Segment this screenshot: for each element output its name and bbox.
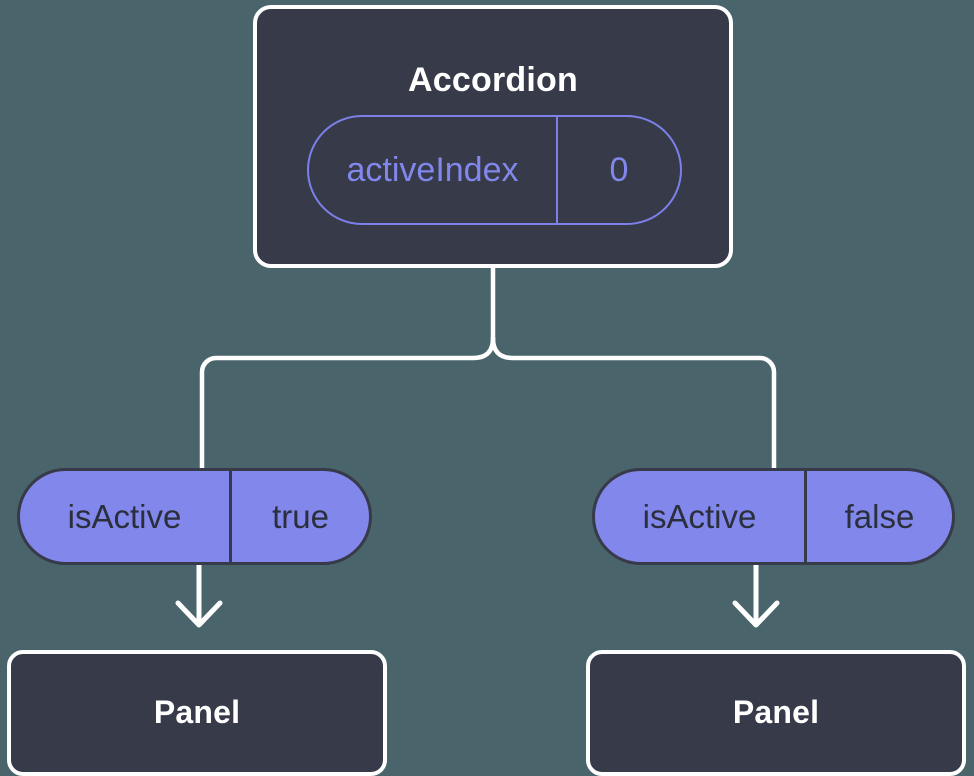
connector-fork-left: [199, 335, 496, 471]
state-pill-activeindex-key: activeIndex: [309, 117, 558, 223]
connector-fork-right: [490, 335, 777, 471]
state-pill-activeindex-value: 0: [609, 150, 629, 189]
prop-pill-isactive-right-key: isActive: [595, 471, 807, 562]
node-panel-right-title: Panel: [732, 694, 820, 730]
node-panel-left[interactable]: Panel: [7, 650, 387, 776]
state-pill-activeindex[interactable]: activeIndex 0: [307, 115, 682, 225]
prop-pill-isactive-right[interactable]: isActive false: [592, 468, 955, 565]
arrow-left: [175, 565, 223, 628]
prop-pill-isactive-left[interactable]: isActive true: [17, 468, 372, 565]
prop-pill-isactive-left-key: isActive: [20, 471, 232, 562]
prop-pill-isactive-left-value: true: [272, 497, 329, 535]
node-accordion-title: Accordion: [408, 61, 578, 99]
arrow-right: [732, 565, 780, 628]
node-panel-left-title: Panel: [153, 694, 241, 730]
node-panel-right[interactable]: Panel: [586, 650, 966, 776]
prop-pill-isactive-right-value: false: [844, 497, 915, 535]
